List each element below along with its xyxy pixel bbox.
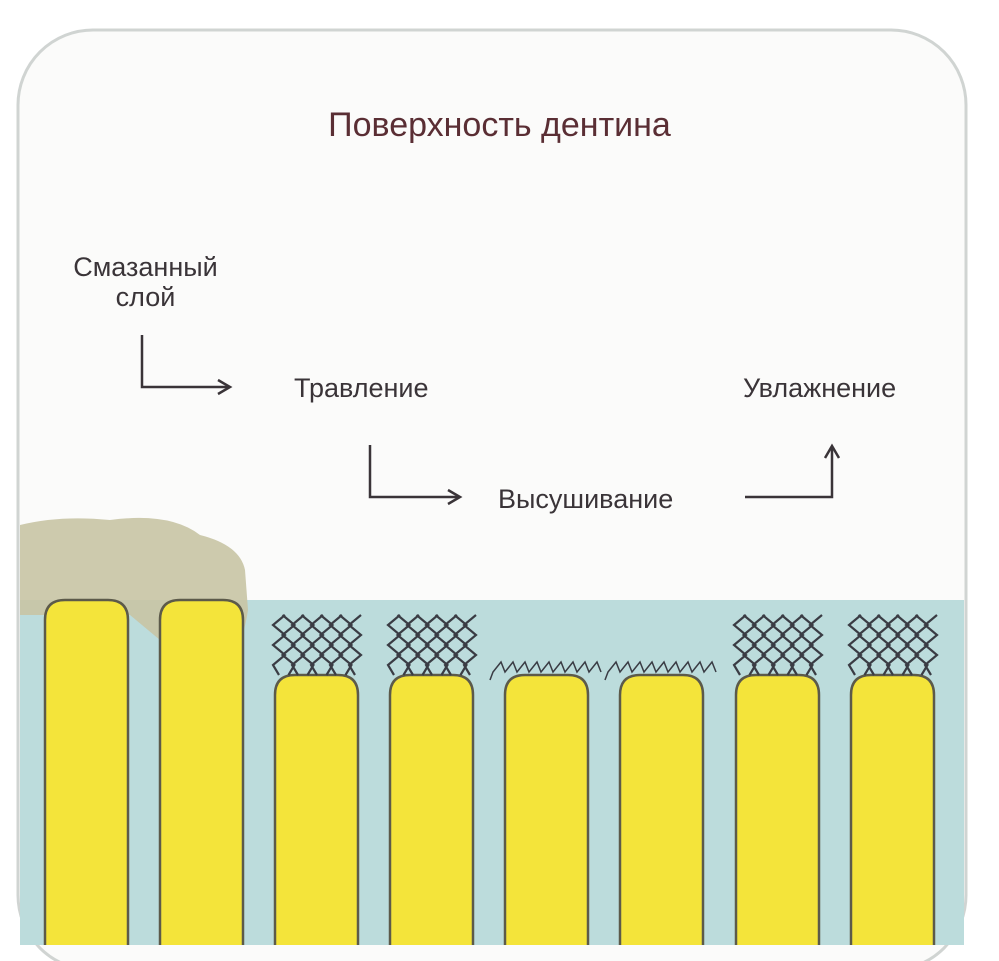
collagen-fiber bbox=[309, 614, 325, 676]
dentin-column-moist bbox=[734, 673, 821, 945]
collagen-fiber bbox=[808, 614, 824, 676]
collagen-fiber bbox=[847, 614, 863, 676]
collagen-fiber bbox=[462, 614, 478, 676]
collagen-fiber bbox=[443, 614, 459, 676]
collagen-fiber bbox=[328, 614, 344, 676]
dentin-column-smear bbox=[43, 598, 130, 945]
collapsed-collagen bbox=[604, 660, 717, 681]
collagen-fiber bbox=[894, 614, 911, 676]
dentin-column-dry bbox=[503, 673, 590, 945]
collagen-fiber bbox=[386, 614, 402, 676]
collagen-fiber bbox=[789, 614, 805, 676]
arrow-1 bbox=[140, 335, 233, 396]
dentin-column-smear bbox=[158, 598, 245, 945]
collagen-fiber bbox=[414, 614, 431, 676]
collagen-fiber bbox=[405, 614, 421, 676]
arrow-3 bbox=[745, 443, 841, 499]
collagen-fiber bbox=[337, 614, 354, 676]
collagen-fiber bbox=[290, 614, 306, 676]
label-smear-layer: Смазанный слой bbox=[58, 252, 233, 312]
dentin-column-etch bbox=[388, 673, 475, 945]
collagen-fiber bbox=[318, 614, 335, 676]
label-drying: Высушивание bbox=[498, 484, 674, 514]
collagen-fiber bbox=[452, 614, 469, 676]
dentin-column-moist bbox=[849, 673, 936, 945]
dentin-column-dry bbox=[618, 673, 705, 945]
collagen-fiber bbox=[885, 614, 901, 676]
arrow-2 bbox=[368, 445, 463, 506]
collagen-fiber bbox=[347, 614, 363, 676]
label-smear-line1: Смазанный bbox=[73, 252, 218, 282]
collagen-fiber bbox=[904, 614, 920, 676]
collagen-fiber bbox=[856, 614, 873, 676]
collagen-fiber bbox=[875, 614, 892, 676]
collagen-fiber bbox=[424, 614, 440, 676]
collagen-fiber bbox=[923, 614, 939, 676]
collagen-fiber bbox=[732, 614, 748, 676]
diagram-title: Поверхность дентина bbox=[328, 106, 671, 144]
collagen-fiber bbox=[770, 614, 786, 676]
collagen-fiber bbox=[779, 614, 796, 676]
collagen-fiber bbox=[395, 614, 412, 676]
collagen-fiber bbox=[280, 614, 297, 676]
label-etching: Травление bbox=[294, 373, 429, 403]
collagen-fiber bbox=[433, 614, 450, 676]
collagen-fiber bbox=[741, 614, 758, 676]
collagen-fiber bbox=[271, 614, 287, 676]
collapsed-collagen bbox=[489, 660, 602, 681]
collagen-fiber bbox=[299, 614, 316, 676]
collagen-fiber bbox=[760, 614, 777, 676]
label-smear-line2: слой bbox=[115, 282, 176, 312]
collagen-fiber bbox=[913, 614, 930, 676]
collagen-fiber bbox=[798, 614, 815, 676]
dentin-column-etch bbox=[273, 673, 360, 945]
collagen-fiber bbox=[866, 614, 882, 676]
label-moistening: Увлажнение bbox=[743, 373, 897, 403]
collagen-fiber bbox=[751, 614, 767, 676]
